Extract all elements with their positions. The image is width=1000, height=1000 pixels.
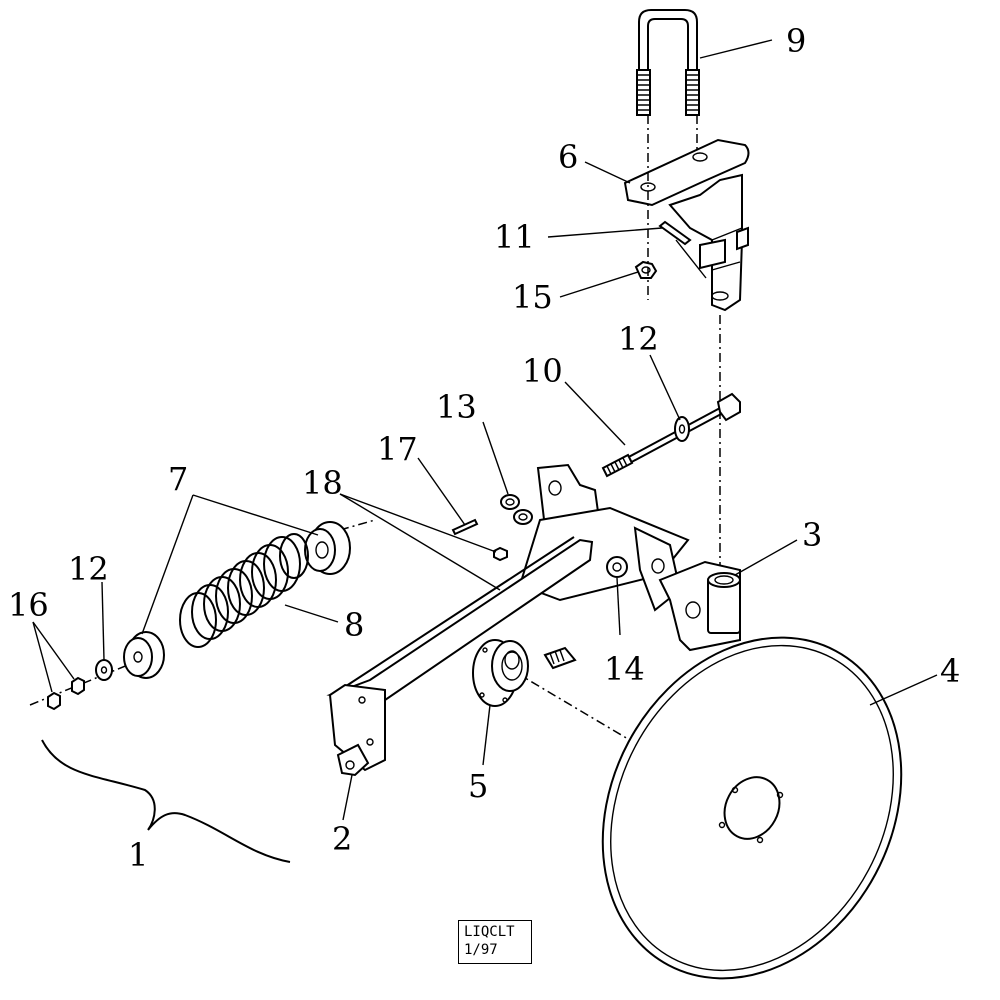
disc-blade-part xyxy=(601,636,903,980)
washers-13-part xyxy=(500,494,533,525)
hub-part xyxy=(472,639,577,707)
nuts-16-part xyxy=(47,676,85,711)
callout-1: 1 xyxy=(128,836,148,874)
cotter-pin-part xyxy=(451,518,479,536)
bolt-10-part xyxy=(601,392,741,478)
callout-5: 5 xyxy=(468,767,488,805)
callout-15: 15 xyxy=(512,278,553,316)
spring-part xyxy=(179,533,309,648)
callout-labels: 9 6 11 15 12 10 13 17 18 7 12 16 8 3 4 1… xyxy=(8,22,960,874)
nut-18-part xyxy=(493,546,508,562)
washer-12-upper-part xyxy=(674,416,690,442)
arm-part xyxy=(326,536,594,777)
spring-cap-upper-part xyxy=(304,521,351,575)
callout-10: 10 xyxy=(522,352,563,390)
callout-14: 14 xyxy=(604,650,645,688)
callout-13: 13 xyxy=(436,388,477,426)
callout-17: 17 xyxy=(377,430,418,468)
callout-2: 2 xyxy=(332,820,352,858)
u-bolt-part xyxy=(636,9,700,116)
callout-9: 9 xyxy=(786,22,806,60)
drawing-stamp: LIQCLT 1/97 xyxy=(458,920,532,964)
stamp-code: LIQCLT xyxy=(464,924,515,940)
spring-cap-lower-part xyxy=(123,631,165,679)
callout-12-upper: 12 xyxy=(618,320,659,358)
stamp-date: 1/97 xyxy=(464,942,498,958)
callout-4: 4 xyxy=(940,652,960,690)
pin-part xyxy=(658,220,707,279)
washer-14-part xyxy=(606,556,628,578)
hex-nut-15-part xyxy=(634,260,658,279)
callout-3: 3 xyxy=(802,516,822,554)
callout-16: 16 xyxy=(8,586,49,624)
callout-11: 11 xyxy=(494,218,535,256)
callout-8: 8 xyxy=(344,606,364,644)
callout-12-lower: 12 xyxy=(68,550,109,588)
mounting-bracket-part xyxy=(623,138,750,312)
callout-6: 6 xyxy=(558,138,578,176)
assembly-brace xyxy=(41,739,291,863)
callout-18: 18 xyxy=(302,464,343,502)
callout-7: 7 xyxy=(168,460,188,498)
washer-12-lower-part xyxy=(95,659,113,681)
leader-lines xyxy=(32,39,938,821)
